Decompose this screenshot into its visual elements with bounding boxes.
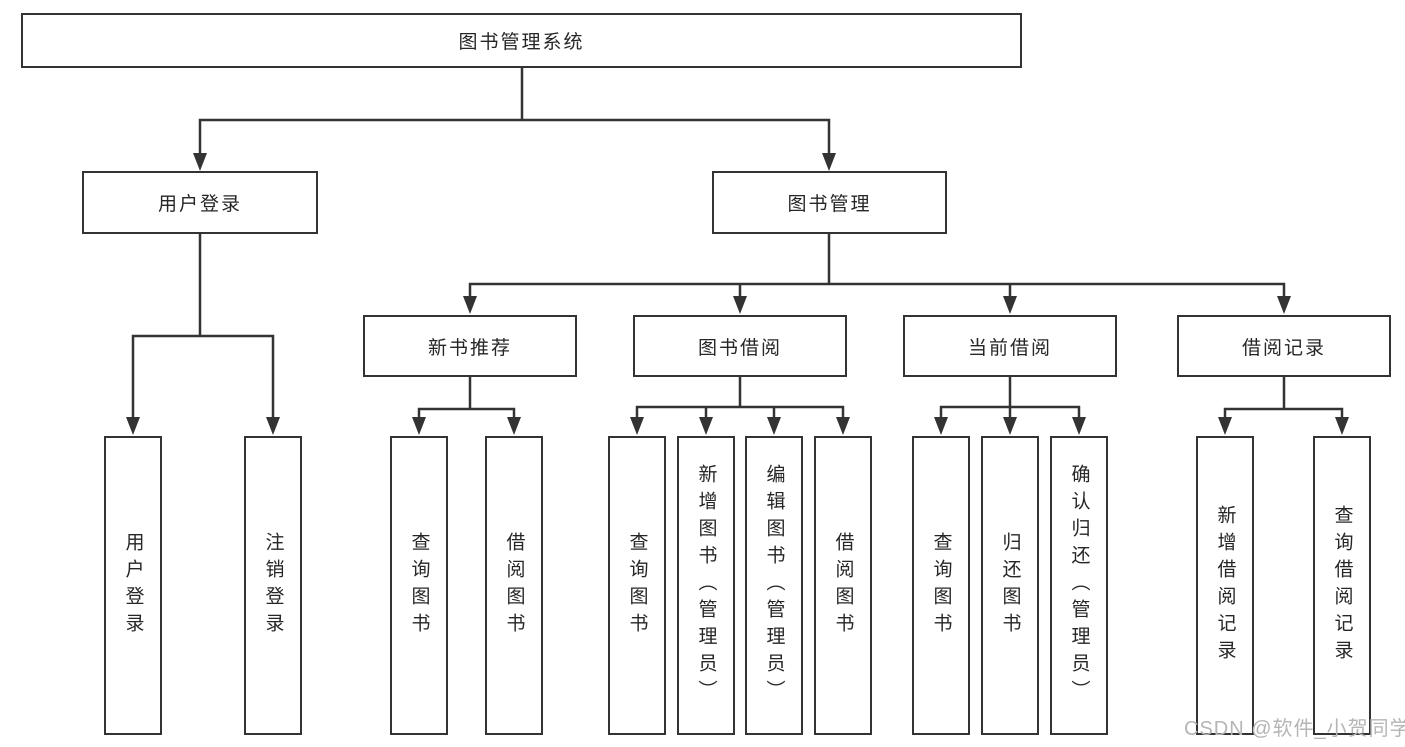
node-current-borrow: 当前借阅: [903, 315, 1117, 377]
leaf-label: 注销登录: [262, 531, 284, 640]
arrowhead-icon: [1277, 296, 1291, 314]
leaf-query-books-recommend: 查询图书: [390, 436, 448, 735]
arrowhead-icon: [836, 417, 850, 435]
leaf-query-books-borrow: 查询图书: [608, 436, 666, 735]
leaf-label: 编辑图书（管理员）: [763, 464, 785, 707]
arrowhead-icon: [1072, 417, 1086, 435]
node-user-login: 用户登录: [82, 171, 318, 234]
leaf-label: 借阅图书: [503, 531, 525, 640]
arrowhead-icon: [507, 417, 521, 435]
leaf-add-book-admin: 新增图书（管理员）: [677, 436, 735, 735]
leaf-label: 用户登录: [122, 531, 144, 640]
csdn-watermark: CSDN @软件_小贺同学: [1184, 718, 1405, 740]
arrowhead-icon: [733, 296, 747, 314]
arrowhead-icon: [822, 153, 836, 171]
arrowhead-icon: [767, 417, 781, 435]
node-book-management: 图书管理: [712, 171, 947, 234]
arrowhead-icon: [1003, 417, 1017, 435]
leaf-borrow-books-recommend: 借阅图书: [485, 436, 543, 735]
leaf-label: 查询图书: [408, 531, 430, 640]
arrowhead-icon: [1003, 296, 1017, 314]
arrowhead-icon: [630, 417, 644, 435]
leaf-label: 新增图书（管理员）: [695, 464, 717, 707]
arrowheads: [126, 153, 1349, 435]
leaf-return-book: 归还图书: [981, 436, 1039, 735]
node-new-book-recommend: 新书推荐: [363, 315, 577, 377]
arrowhead-icon: [126, 417, 140, 435]
arrowhead-icon: [266, 417, 280, 435]
arrowhead-icon: [1218, 417, 1232, 435]
arrowhead-icon: [699, 417, 713, 435]
node-root: 图书管理系统: [21, 13, 1022, 68]
leaf-label: 查询图书: [626, 531, 648, 640]
leaf-label: 确认归还（管理员）: [1068, 464, 1090, 707]
leaf-label: 借阅图书: [832, 531, 854, 640]
leaf-borrow-book: 借阅图书: [814, 436, 872, 735]
leaf-logout: 注销登录: [244, 436, 302, 735]
tree-edges: [131, 66, 1344, 420]
node-borrow-record: 借阅记录: [1177, 315, 1391, 377]
leaf-label: 查询借阅记录: [1331, 504, 1353, 667]
leaf-user-login: 用户登录: [104, 436, 162, 735]
arrowhead-icon: [193, 153, 207, 171]
leaf-query-books-current: 查询图书: [912, 436, 970, 735]
arrowhead-icon: [934, 417, 948, 435]
leaf-add-borrow-record: 新增借阅记录: [1196, 436, 1254, 735]
leaf-label: 新增借阅记录: [1214, 504, 1236, 667]
arrowhead-icon: [463, 296, 477, 314]
node-book-borrow: 图书借阅: [633, 315, 847, 377]
leaf-edit-book-admin: 编辑图书（管理员）: [745, 436, 803, 735]
leaf-query-borrow-record: 查询借阅记录: [1313, 436, 1371, 735]
arrowhead-icon: [1335, 417, 1349, 435]
leaf-confirm-return-admin: 确认归还（管理员）: [1050, 436, 1108, 735]
leaf-label: 归还图书: [999, 531, 1021, 640]
leaf-label: 查询图书: [930, 531, 952, 640]
arrowhead-icon: [412, 417, 426, 435]
